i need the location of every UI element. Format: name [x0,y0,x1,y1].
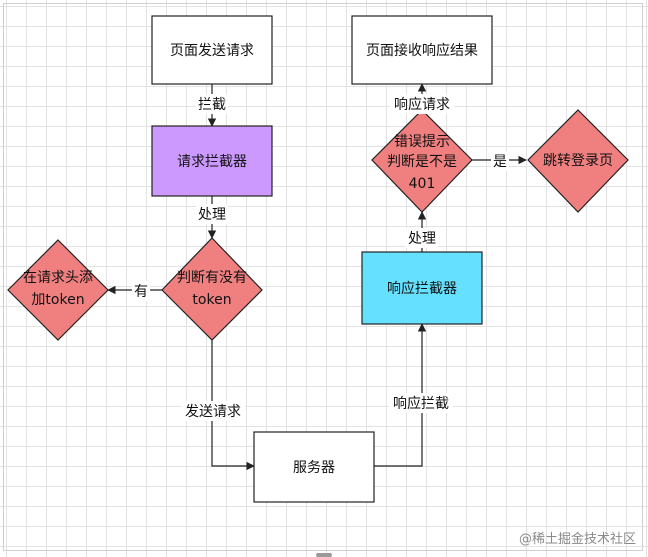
node-goto-login-label: 跳转登录页 [543,153,613,169]
edge-label-has: 有 [134,284,148,300]
node-server-label: 服务器 [293,460,335,476]
watermark: @稀土掘金技术社区 [518,532,636,547]
node-server: 服务器 [253,431,375,503]
node-resp-interceptor: 响应拦截器 [361,251,483,325]
node-error-check-decision: 错误提示 判断是不是 401 [371,109,473,213]
node-has-token-line2: token [192,292,231,308]
edge-label-send-request: 发送请求 [185,404,241,420]
node-add-token-line1: 在请求头添 [23,270,93,286]
node-error-check-line1: 错误提示 [394,134,450,150]
node-req-interceptor: 请求拦截器 [151,125,273,197]
edges [107,83,527,471]
node-has-token-decision: 判断有没有 token [161,237,263,341]
node-page-receive-label: 页面接收响应结果 [366,42,478,59]
node-error-check-line3: 401 [409,176,436,192]
node-has-token-line1: 判断有没有 [177,270,247,286]
edge-label-resp-intercept: 响应拦截 [393,395,449,412]
edge-label-resp-request: 响应请求 [394,96,450,113]
edge-decision-to-server [211,340,255,471]
node-page-receive: 页面接收响应结果 [351,15,493,85]
edge-server-to-resp-interceptor [374,323,427,467]
node-page-send-label: 页面发送请求 [170,43,254,59]
edge-label-is: 是 [493,154,507,170]
node-resp-interceptor-label: 响应拦截器 [387,280,457,297]
node-add-token-line2: 加token [31,292,84,308]
node-add-token: 在请求头添 加token [7,239,109,341]
edge-label-process-req: 处理 [198,207,226,223]
edge-label-intercept: 拦截 [198,97,226,113]
scroll-indicator[interactable] [316,553,332,557]
edge-label-process-resp: 处理 [408,231,436,247]
node-error-check-line2: 判断是不是 [387,154,457,170]
node-goto-login: 跳转登录页 [527,109,629,213]
node-req-interceptor-label: 请求拦截器 [177,154,247,170]
edge-labels: 拦截 处理 有 发送请求 响应拦截 处理 是 响应请求 [132,94,509,421]
node-page-send: 页面发送请求 [151,15,273,85]
